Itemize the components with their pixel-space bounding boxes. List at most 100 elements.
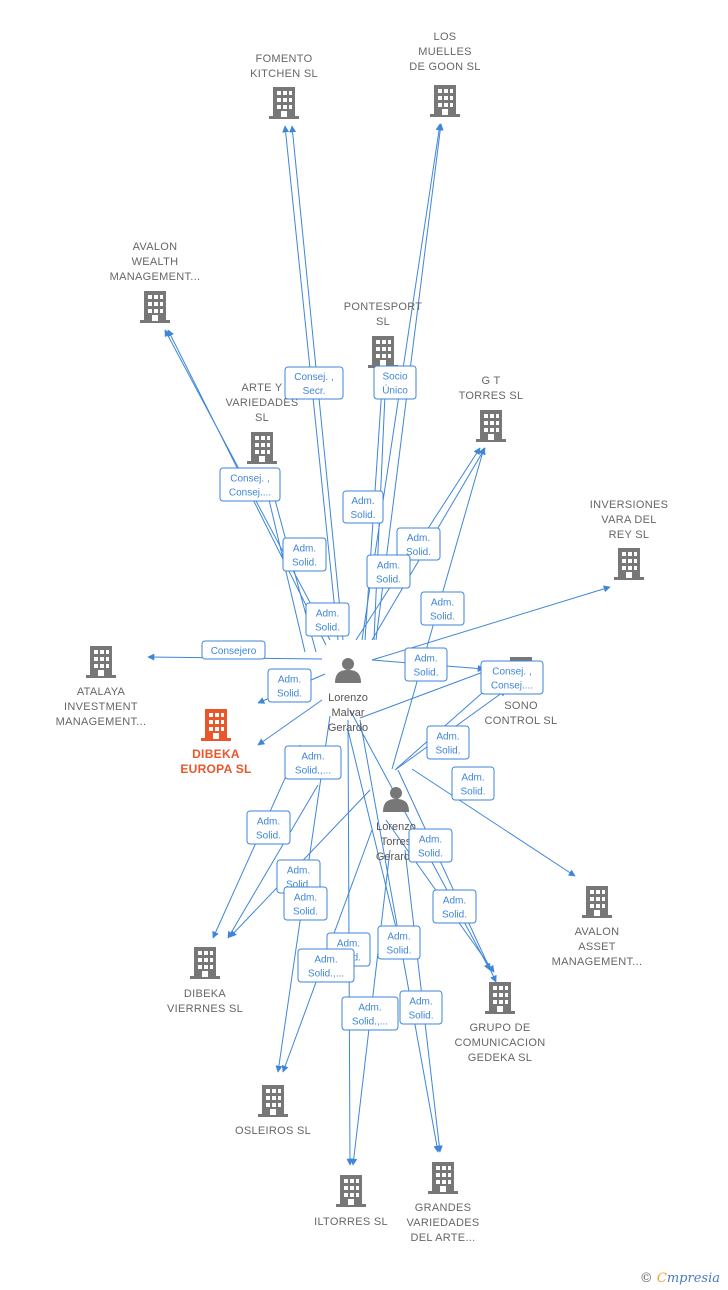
edge-label-box <box>426 725 470 760</box>
company-label: GRANDES <box>415 1202 472 1214</box>
company-node-iltorres[interactable]: ILTORRES SL <box>314 1175 388 1228</box>
company-node-osleiros[interactable]: OSLEIROS SL <box>235 1085 311 1137</box>
company-label: G T <box>481 375 500 387</box>
edge-label-l26[interactable]: Adm.Solid. <box>399 990 443 1025</box>
edge-label-l9[interactable]: Adm. Solid. <box>305 602 350 637</box>
edge-label-box <box>284 745 342 780</box>
building-icon <box>485 982 515 1014</box>
edge-label-box <box>201 640 266 660</box>
edge-label-text: Solid. <box>350 510 375 521</box>
relation-edge <box>257 699 323 746</box>
edge-label-box <box>282 537 327 572</box>
company-label: AVALON <box>575 926 620 938</box>
company-label: SL <box>255 412 269 424</box>
company-label: WEALTH <box>132 256 179 268</box>
edge-label-l25[interactable]: Adm.Solid.,... <box>341 996 399 1031</box>
edge-label-l14[interactable]: Adm.Solid.,... <box>284 745 342 780</box>
company-label: GRUPO DE <box>469 1022 530 1034</box>
edge-label-l15[interactable]: Adm. Solid. <box>426 725 470 760</box>
edge-label-text: Solid. <box>460 787 485 798</box>
edge-label-l20[interactable]: Adm.Solid. <box>432 889 477 924</box>
edge-label-text: Solid. <box>293 907 318 918</box>
company-node-atalaya[interactable]: ATALAYAINVESTMENTMANAGEMENT... <box>56 646 147 728</box>
edge-label-text: Adm. <box>419 835 442 846</box>
edge-label-text: Adm. <box>377 561 400 572</box>
company-label: VIERRNES SL <box>167 1003 243 1015</box>
edge-label-text: Solid. <box>256 831 281 842</box>
edge-label-text: Adm. <box>387 932 410 943</box>
edge-label-l6[interactable]: Adm.Solid. <box>282 537 327 572</box>
edge-label-l3[interactable]: Consej. ,Consej.... <box>219 467 281 502</box>
edge-label-l4[interactable]: Adm.Solid. <box>342 490 384 524</box>
person-label: Gerardo <box>328 722 368 734</box>
edge-label-text: Adm. <box>407 533 430 544</box>
person-label: Lorenzo <box>376 821 416 833</box>
building-icon <box>614 548 644 580</box>
edge-label-l11[interactable]: Adm.Solid. <box>267 668 312 703</box>
edge-label-text: Adm. <box>316 609 339 620</box>
edge-label-l19[interactable]: Adm.Solid. <box>276 859 321 894</box>
edge-label-box <box>267 668 312 703</box>
edge-label-l21[interactable]: Adm.Solid. <box>283 886 328 921</box>
edge-label-text: Solid. <box>413 668 438 679</box>
edge-label-box <box>246 810 291 845</box>
edge-label-text: Solid. <box>430 612 455 623</box>
relation-edge <box>227 784 319 939</box>
edge-label-l10[interactable]: Consejero <box>201 640 266 660</box>
company-label: INVERSIONES <box>590 499 669 511</box>
edge-label-box <box>377 925 421 960</box>
edge-label-text: Solid.,... <box>352 1017 388 1028</box>
relation-edge <box>411 768 576 877</box>
edge-label-text: Adm. <box>461 773 484 784</box>
edge-label-text: Adm. <box>409 997 432 1008</box>
edge-label-l24[interactable]: Adm.Solid. <box>377 925 421 960</box>
company-label: FOMENTO <box>256 53 313 65</box>
company-node-avalon-wealth[interactable]: AVALONWEALTHMANAGEMENT... <box>110 241 201 323</box>
edge-label-text: Solid. <box>315 623 340 634</box>
edge-label-l23[interactable]: Adm. Solid.,... <box>297 948 355 983</box>
edge-label-text: Adm. <box>436 732 459 743</box>
building-icon <box>201 709 231 741</box>
company-label: ILTORRES SL <box>314 1216 388 1228</box>
edge-label-l18[interactable]: Adm.Solid. <box>408 828 453 863</box>
company-node-fomento[interactable]: FOMENTO KITCHEN SL <box>250 53 318 119</box>
edge-label-text: Adm. <box>314 955 337 966</box>
building-icon <box>368 336 398 368</box>
relation-edge <box>397 769 497 983</box>
edge-label-text: Adm. <box>293 544 316 555</box>
edge-label-l5[interactable]: Adm.Solid. <box>396 527 441 561</box>
edge-label-l17[interactable]: Adm.Solid. <box>246 810 291 845</box>
edge-label-l16[interactable]: Adm. Solid. <box>451 766 495 801</box>
company-label: DIBEKA <box>192 747 240 761</box>
copyright-icon: © <box>639 1271 653 1286</box>
edge-label-text: Solid.,... <box>308 969 344 980</box>
company-label: AVALON <box>133 241 178 253</box>
edge-label-l13[interactable]: Consej. ,Consej.... <box>480 660 544 695</box>
edge-label-text: Solid. <box>435 746 460 757</box>
company-label: KITCHEN SL <box>250 68 318 80</box>
edge-label-l12[interactable]: Adm.Solid. <box>404 647 448 682</box>
building-icon <box>430 85 460 117</box>
edge-label-l8[interactable]: Adm.Solid. <box>420 591 465 626</box>
edge-label-l7[interactable]: Adm.Solid. <box>366 554 411 589</box>
edge-label-box <box>480 660 544 695</box>
edge-label-box <box>366 554 411 589</box>
company-label: SONO <box>504 700 538 712</box>
edge-label-l1[interactable]: Consej. ,Secr. <box>284 366 344 400</box>
building-icon <box>428 1162 458 1194</box>
company-node-avalon-asset[interactable]: AVALONASSETMANAGEMENT... <box>552 886 643 968</box>
